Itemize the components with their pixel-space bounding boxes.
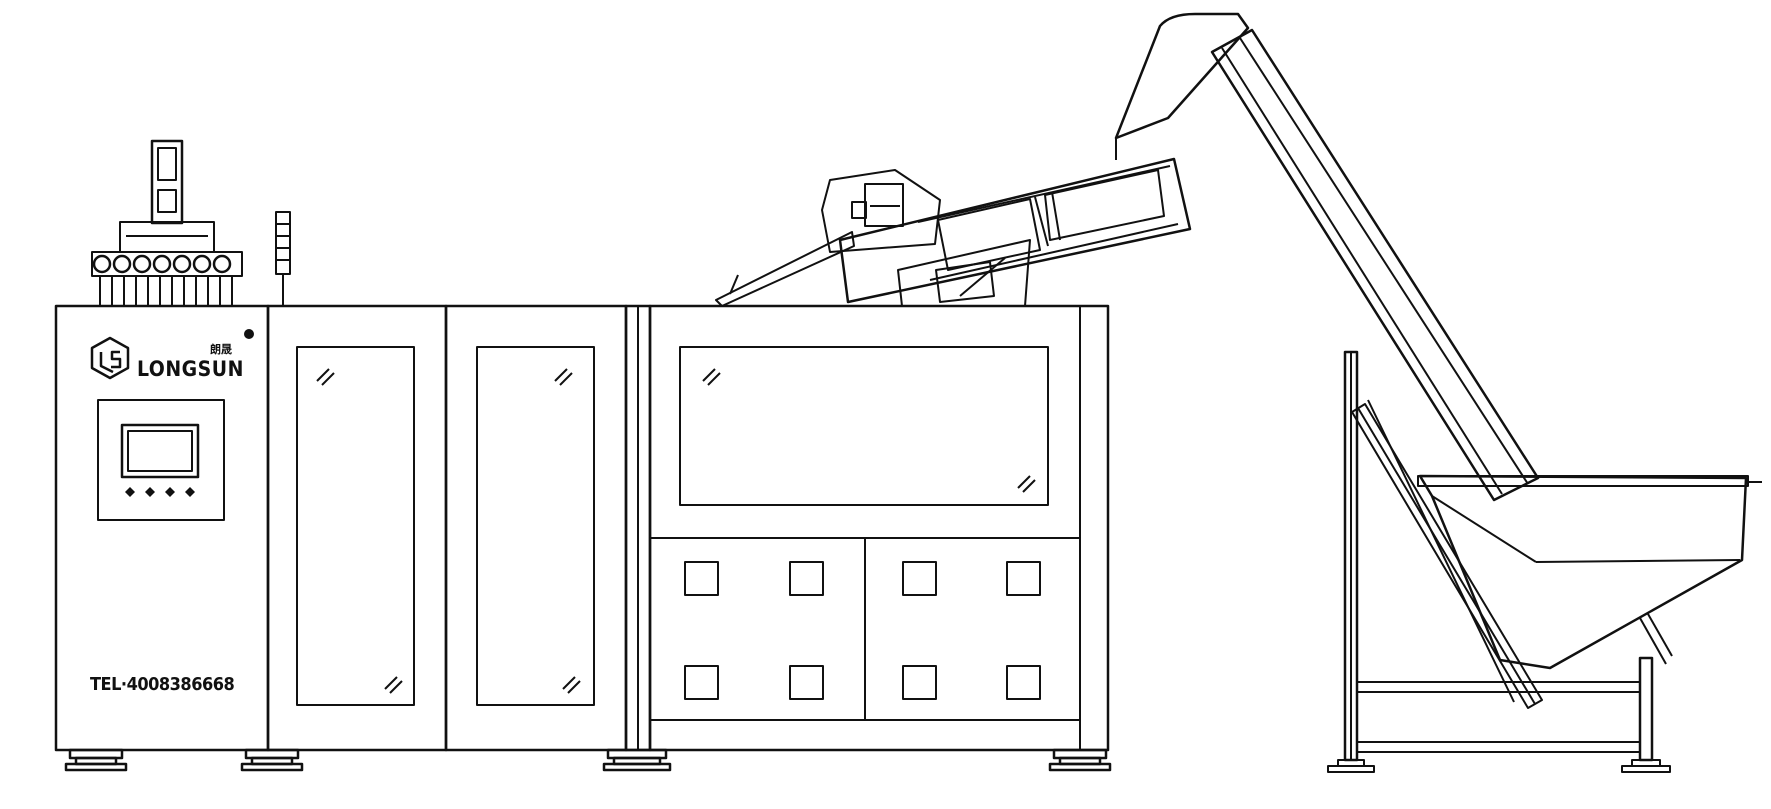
door-window-2 <box>476 346 595 706</box>
signal-tower <box>275 211 291 275</box>
control-cabinet: LONGSUN 朗晟 TEL·4008386668 <box>54 304 270 752</box>
telephone-label: TEL·4008386668 <box>90 674 234 695</box>
door-window-1 <box>296 346 415 706</box>
leveling-feet <box>64 748 1112 772</box>
panel-buttons <box>125 487 195 497</box>
brand-name-cn: 朗晟 <box>210 342 232 356</box>
touch-screen-panel[interactable] <box>97 399 225 521</box>
indicator-dot <box>244 329 254 339</box>
elevator-conveyor <box>1114 12 1762 773</box>
main-body <box>648 304 1110 752</box>
glass-marks <box>316 368 1036 694</box>
preform-loader <box>715 157 1192 307</box>
brand-name: LONGSUN <box>137 357 244 381</box>
cabinet-doors <box>266 304 1036 752</box>
brand-logo-icon <box>90 336 130 380</box>
valve-manifold <box>91 139 291 306</box>
access-panels <box>684 561 1041 700</box>
main-window <box>679 346 1049 506</box>
